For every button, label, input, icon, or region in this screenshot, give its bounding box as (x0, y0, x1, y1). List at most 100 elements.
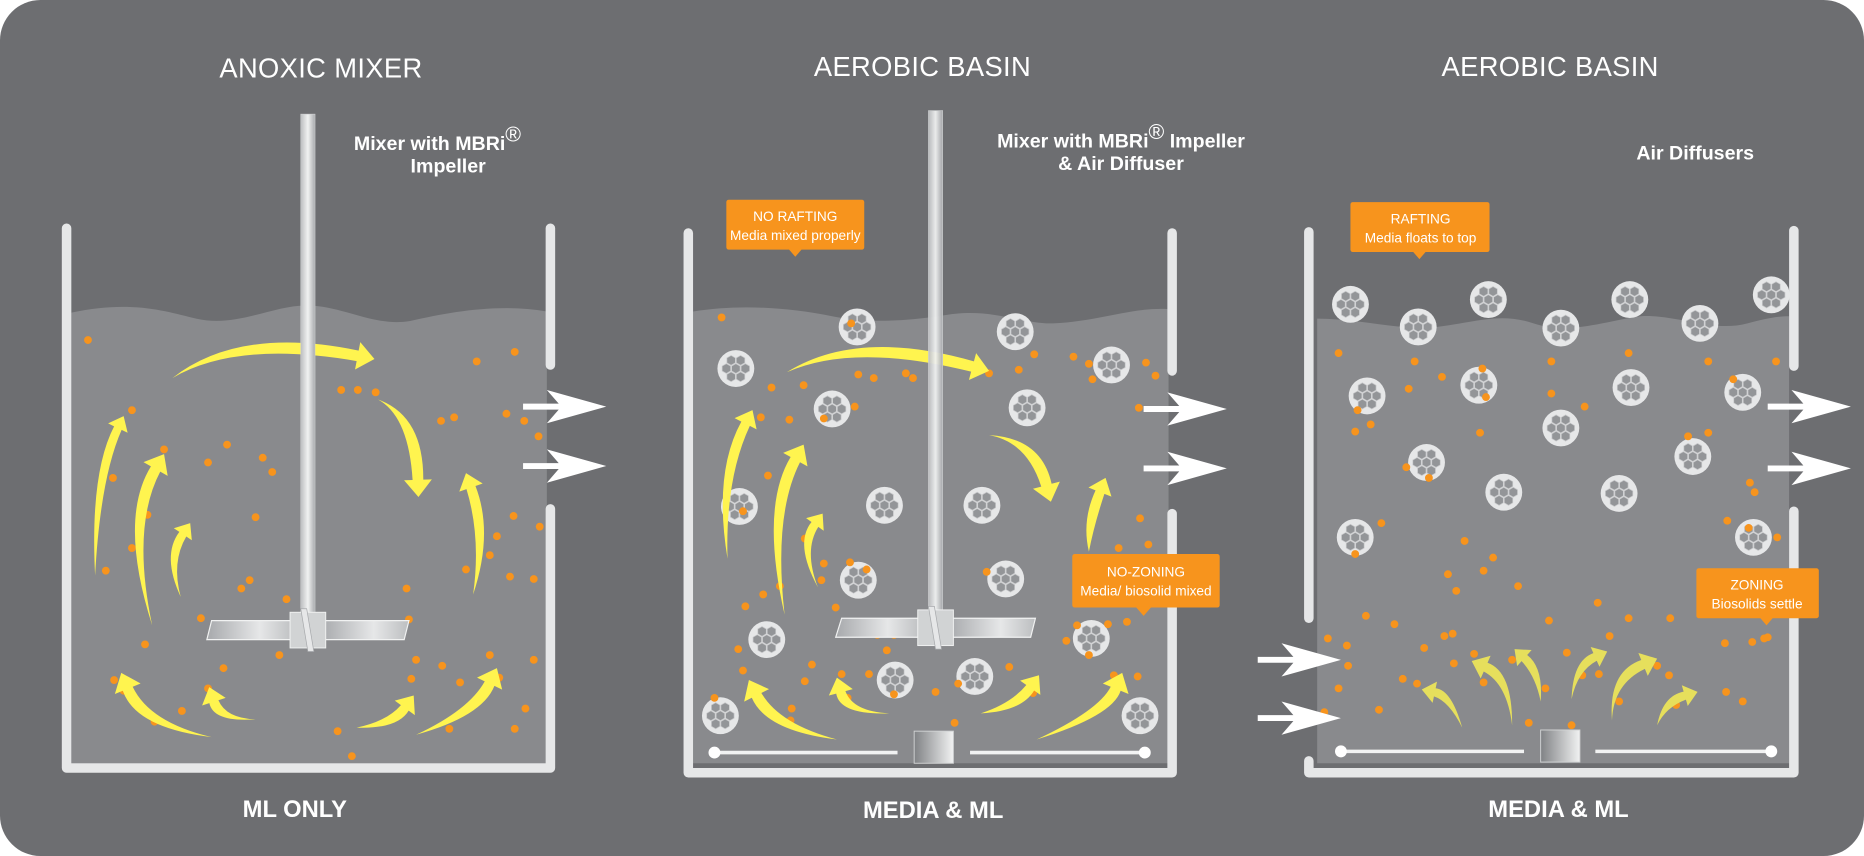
biosolid-particle (1323, 634, 1332, 643)
biosolid-particle (1470, 649, 1479, 658)
biosolid-particle (1084, 651, 1093, 660)
curved-flow-arrow-icon (1086, 477, 1112, 552)
biosolid-particle (462, 565, 470, 574)
media-carrier-icon (996, 313, 1034, 351)
biosolid-particle (710, 693, 719, 702)
biosolid-particle (1344, 661, 1352, 670)
biosolid-particle (529, 575, 538, 583)
biosolid-particle (1489, 553, 1498, 562)
media-carrier-icon (1612, 369, 1650, 407)
biosolid-particle (1062, 636, 1071, 645)
callout-zoning: ZONING Biosolids settle (1696, 568, 1819, 626)
biosolid-particle (353, 386, 362, 394)
biosolid-particle (128, 406, 136, 415)
biosolid-particle (817, 576, 826, 585)
biosolid-particle (407, 674, 416, 683)
biosolid-particle (1366, 420, 1375, 429)
svg-text:ZONING: ZONING (1730, 578, 1783, 593)
biosolid-particle (1452, 586, 1461, 595)
biosolid-particle (785, 415, 794, 424)
media-carrier-icon (1460, 366, 1498, 404)
impeller-icon (834, 605, 1037, 650)
media-carrier-icon (1611, 281, 1649, 319)
biosolid-particle (1351, 550, 1360, 558)
biosolid-particle (1772, 357, 1780, 366)
biosolid-particle (954, 679, 963, 688)
biosolid-particle (1545, 616, 1553, 625)
biosolid-particle (808, 660, 816, 669)
biosolid-particle (1547, 357, 1556, 366)
media-carrier-icon (1681, 304, 1719, 342)
biosolid-particle (1479, 566, 1488, 575)
curved-flow-arrow-icon (804, 513, 824, 588)
biosolid-particle (529, 655, 538, 664)
biosolid-particle (819, 559, 828, 568)
biosolid-particle (1413, 679, 1421, 688)
biosolid-particle (1440, 632, 1449, 640)
curved-flow-arrow-icon (744, 680, 837, 740)
tank-wall (1304, 506, 1799, 778)
curved-flow-arrow-icon (94, 416, 128, 576)
biosolid-particle (800, 677, 809, 686)
biosolid-particle (1524, 718, 1533, 727)
biosolid-particle (1750, 488, 1759, 497)
biosolid-particle (850, 402, 859, 411)
media-carrier-icon (1469, 281, 1507, 319)
biosolid-particle (110, 676, 119, 684)
biosolid-particle (1482, 393, 1490, 402)
biosolid-particle (219, 664, 228, 673)
biosolid-particle (1449, 659, 1458, 668)
biosolid-particle (1014, 365, 1023, 374)
liquid (1317, 316, 1790, 764)
biosolid-particle (204, 458, 212, 467)
curved-flow-arrow-icon (114, 672, 212, 738)
biosolid-particle (251, 513, 260, 522)
biosolid-particle (509, 512, 518, 520)
biosolid-particle (101, 566, 110, 575)
biosolid-particle (1738, 697, 1747, 706)
curved-flow-arrow-icon (828, 677, 890, 714)
content-label: MEDIA & ML (863, 797, 1003, 824)
biosolid-particle (177, 707, 186, 715)
biosolid-particle (909, 374, 917, 382)
right-arrow-icon (1257, 643, 1341, 677)
media-carrier-icon (1542, 309, 1580, 347)
curved-flow-arrow-icon (989, 435, 1060, 502)
biosolid-particle (1005, 663, 1014, 671)
biosolid-particle (1334, 349, 1343, 358)
biosolid-particle (1478, 364, 1487, 373)
right-arrow-icon (1257, 701, 1341, 735)
biosolid-particle (1476, 428, 1484, 437)
biosolid-particle (337, 386, 346, 394)
svg-text:RAFTING: RAFTING (1391, 212, 1451, 227)
media-carrier-icon (876, 661, 914, 699)
media-carriers (701, 308, 1159, 735)
curved-flow-arrow-icon (1514, 649, 1542, 702)
content-label: ML ONLY (243, 796, 347, 823)
biosolid-particle (506, 572, 514, 581)
biosolid-particle (787, 704, 796, 713)
biosolid-particle (196, 614, 205, 623)
right-arrow-icon (1767, 451, 1851, 486)
media-carrier-icon (838, 308, 876, 346)
basin-title: AEROBIC BASIN (1442, 51, 1659, 82)
media-carrier-icon (866, 486, 903, 524)
mixer (834, 110, 1037, 650)
biosolid-particle (819, 414, 828, 423)
biosolid-particle (535, 522, 544, 531)
basin-title: AEROBIC BASIN (814, 51, 1031, 82)
biosolid-particle (438, 661, 447, 670)
biosolid-particle (741, 602, 750, 611)
biosolid-particle (1562, 648, 1571, 657)
media-carrier-icon (1399, 308, 1437, 346)
biosolid-particle (1151, 371, 1160, 380)
curved-flow-arrow-icon (459, 473, 485, 595)
biosolid-particle (1084, 359, 1093, 368)
callout-no-zoning: NO-ZONING Media/ biosolid mixed (1072, 554, 1220, 616)
biosolid-particle (1666, 614, 1675, 623)
biosolid-particle (1729, 375, 1738, 384)
media-carrier-icon (748, 621, 786, 659)
biosolid-particle (1404, 384, 1413, 393)
curved-flow-arrow-icon (378, 399, 432, 497)
